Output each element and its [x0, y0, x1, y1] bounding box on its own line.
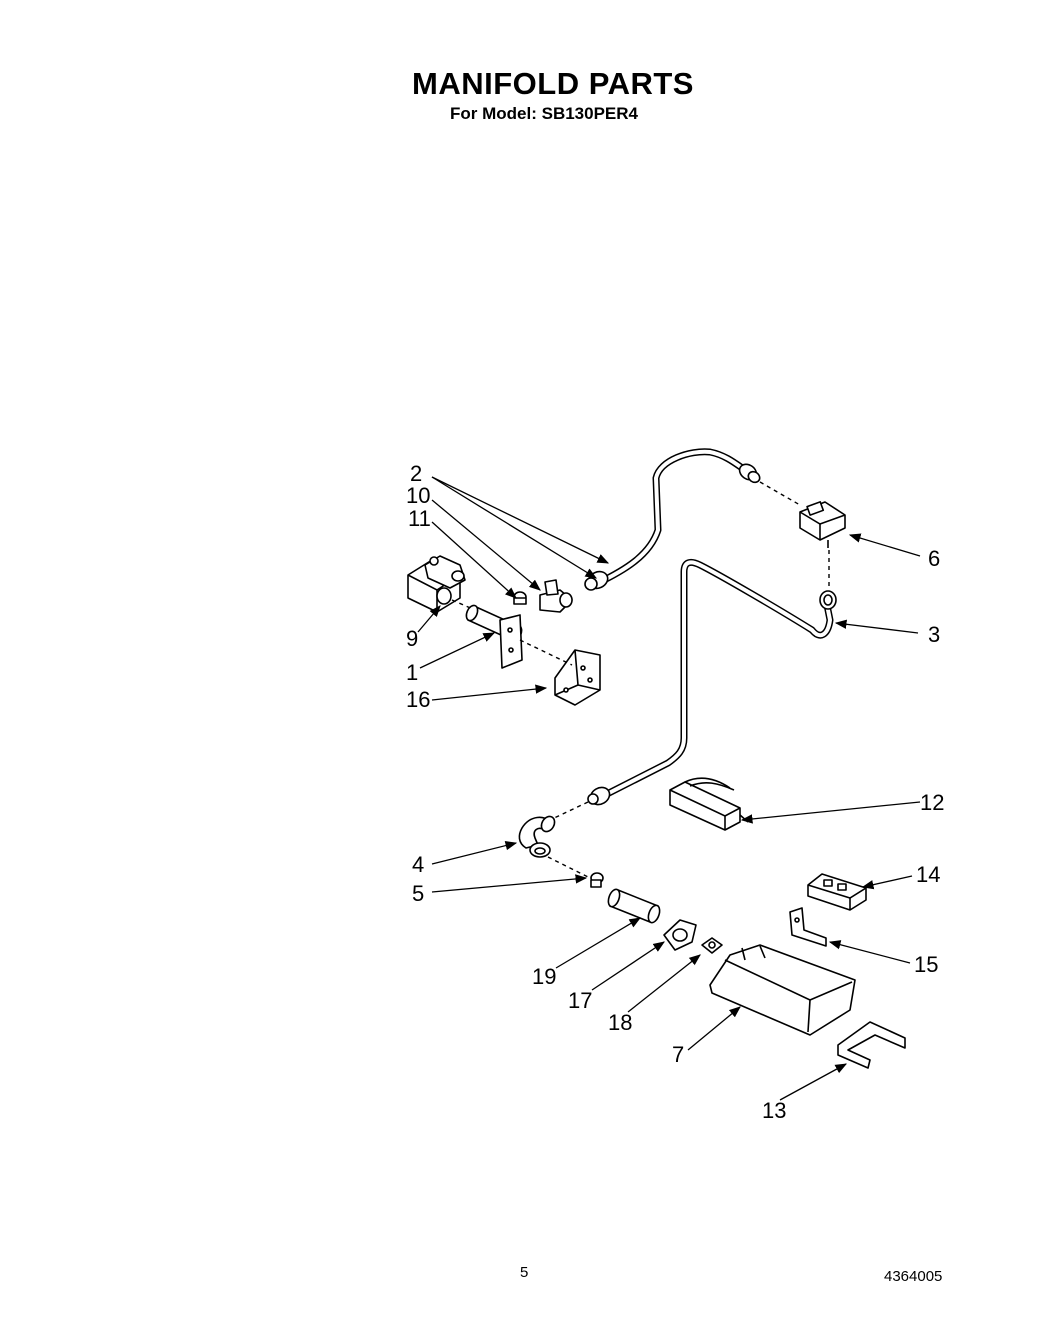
bracket-part-15	[789, 907, 827, 947]
fitting-part-10	[539, 579, 573, 613]
dashed-line-3-4	[549, 801, 589, 821]
callout-1: 1	[406, 660, 418, 685]
lead-lines	[417, 476, 921, 1101]
callout-6: 6	[928, 546, 940, 571]
callout-17: 17	[568, 988, 592, 1013]
tube-fitting-lower-2	[584, 570, 609, 591]
nut-part-11	[513, 591, 527, 605]
dashed-line-1-16	[519, 639, 573, 666]
upper-gas-tube	[594, 448, 749, 587]
igniter-part-14	[807, 873, 867, 911]
valve-part-6	[799, 501, 846, 548]
bracket-part-13	[837, 1021, 906, 1069]
tube-fitting-upper	[738, 463, 761, 484]
callout-18: 18	[608, 1010, 632, 1035]
callout-5: 5	[412, 881, 424, 906]
model-subtitle: For Model: SB130PER4	[450, 104, 638, 123]
main-gas-tube	[601, 558, 834, 799]
plate-part-18	[701, 937, 723, 954]
page-title: MANIFOLD PARTS	[412, 66, 694, 101]
elbow-fitting-part-4	[518, 815, 556, 858]
cylinder-part-19	[607, 888, 661, 924]
callout-9: 9	[406, 626, 418, 651]
callout-2: 2	[410, 461, 422, 486]
solenoid-valve-part-9	[407, 555, 466, 613]
gasket-part-17	[663, 919, 697, 951]
callout-19: 19	[532, 964, 556, 989]
callout-10: 10	[406, 483, 430, 508]
callout-15: 15	[914, 952, 938, 977]
callout-14: 14	[916, 862, 940, 887]
orifice-part-5	[590, 872, 604, 888]
sensor-part-12	[669, 777, 749, 831]
callout-4: 4	[412, 852, 424, 877]
callout-12: 12	[920, 790, 944, 815]
callout-7: 7	[672, 1042, 684, 1067]
tube-fitting-lower	[587, 786, 611, 806]
dashed-line-4-5	[547, 856, 591, 879]
tube-fitting-part-3	[819, 590, 837, 610]
callout-13: 13	[762, 1098, 786, 1123]
dashed-line-2-6	[759, 481, 801, 506]
bracket-part-16	[499, 614, 601, 706]
callout-3: 3	[928, 622, 940, 647]
burner-box-part-7	[709, 944, 856, 1036]
callout-16: 16	[406, 687, 430, 712]
callout-11: 11	[408, 506, 431, 531]
document-number: 4364005	[884, 1268, 943, 1285]
page-number: 5	[520, 1264, 529, 1281]
